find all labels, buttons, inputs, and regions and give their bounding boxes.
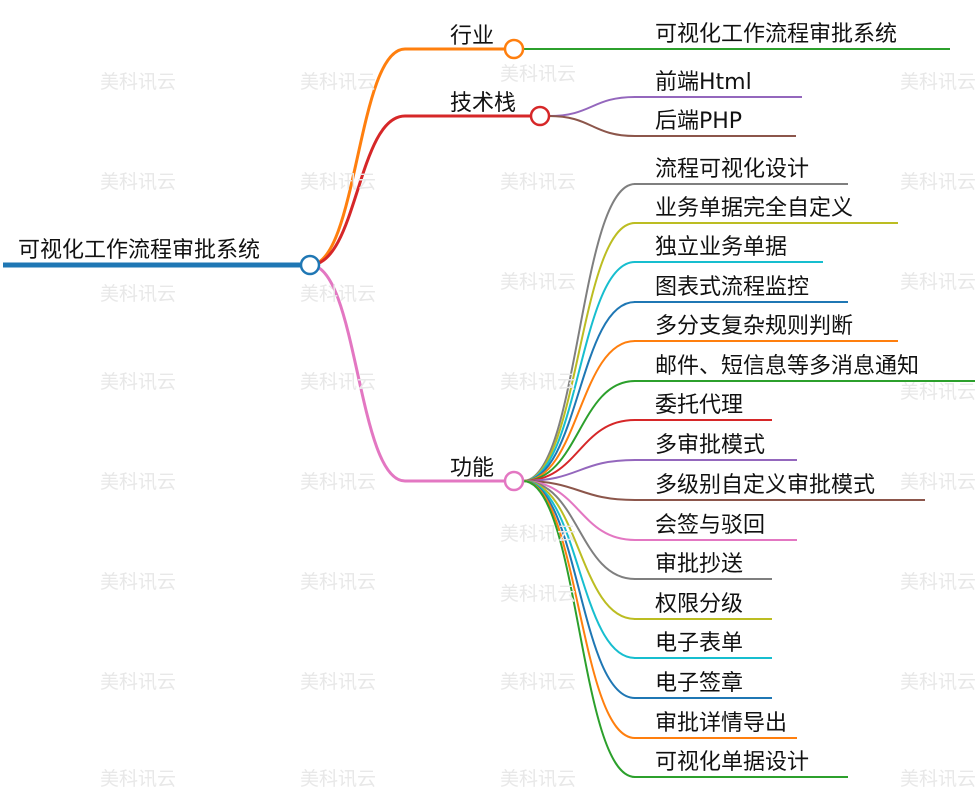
child-node-label: 审批抄送 — [655, 552, 743, 577]
branch-collapse-toggle[interactable] — [529, 105, 551, 127]
watermark-text: 美科讯云 — [100, 171, 176, 193]
child-node-label: 后端PHP — [655, 109, 742, 134]
child-node-label: 审批详情导出 — [655, 711, 787, 736]
watermark-text: 美科讯云 — [300, 283, 376, 305]
watermark-text: 美科讯云 — [100, 471, 176, 493]
child-connector — [522, 480, 636, 620]
watermark-text: 美科讯云 — [500, 583, 576, 605]
watermark-text: 美科讯云 — [900, 71, 976, 93]
child-node-label: 委托代理 — [655, 393, 743, 418]
child-node-label: 电子表单 — [655, 631, 743, 656]
branch-node-label: 行业 — [450, 24, 494, 49]
watermark-text: 美科讯云 — [500, 271, 576, 293]
watermark-text: 美科讯云 — [900, 768, 976, 787]
child-node-label: 前端Html — [655, 70, 752, 95]
watermark-text: 美科讯云 — [300, 471, 376, 493]
child-connector — [522, 183, 636, 482]
watermark-text: 美科讯云 — [100, 371, 176, 393]
child-connector — [522, 222, 636, 482]
watermark-text: 美科讯云 — [500, 371, 576, 393]
branch-collapse-toggle[interactable] — [503, 38, 525, 60]
child-node-label: 多审批模式 — [655, 433, 765, 458]
child-node-label: 多分支复杂规则判断 — [655, 314, 853, 339]
branch-connector — [309, 263, 406, 483]
watermark-text: 美科讯云 — [500, 523, 576, 545]
watermark-text: 美科讯云 — [300, 768, 376, 787]
watermark-text: 美科讯云 — [100, 768, 176, 787]
branch-node-label: 功能 — [450, 456, 494, 481]
root-node-label: 可视化工作流程审批系统 — [18, 238, 260, 263]
watermark-text: 美科讯云 — [300, 171, 376, 193]
child-node-label: 电子签章 — [655, 671, 743, 696]
branch-collapse-toggle[interactable] — [503, 470, 525, 492]
watermark-text: 美科讯云 — [900, 671, 976, 693]
child-connector — [548, 96, 636, 117]
branch-node-label: 技术栈 — [450, 91, 516, 116]
child-node-label: 可视化单据设计 — [655, 750, 809, 775]
child-connector — [522, 419, 636, 482]
watermark-text: 美科讯云 — [300, 571, 376, 593]
child-connector — [522, 261, 636, 482]
watermark-text: 美科讯云 — [300, 371, 376, 393]
child-connector — [522, 340, 636, 482]
watermark-text: 美科讯云 — [900, 271, 976, 293]
watermark-text: 美科讯云 — [900, 171, 976, 193]
watermark-text: 美科讯云 — [100, 671, 176, 693]
watermark-text: 美科讯云 — [500, 768, 576, 787]
child-connector — [522, 480, 636, 739]
child-node-label: 独立业务单据 — [655, 235, 787, 260]
watermark-text: 美科讯云 — [900, 571, 976, 593]
branch-connector — [309, 47, 406, 267]
child-node-label: 可视化工作流程审批系统 — [655, 22, 897, 47]
watermark-text: 美科讯云 — [300, 671, 376, 693]
child-node-label: 多级别自定义审批模式 — [655, 473, 875, 498]
watermark-text: 美科讯云 — [900, 471, 976, 493]
child-node-label: 权限分级 — [655, 592, 743, 617]
child-connector — [522, 480, 636, 580]
child-connector — [522, 480, 636, 501]
watermark-text: 美科讯云 — [900, 381, 976, 403]
child-node-label: 邮件、短信息等多消息通知 — [655, 354, 919, 379]
watermark-text: 美科讯云 — [500, 671, 576, 693]
watermark-text: 美科讯云 — [100, 283, 176, 305]
watermark-text: 美科讯云 — [500, 63, 576, 85]
root-collapse-toggle[interactable] — [299, 254, 321, 276]
child-node-label: 会签与驳回 — [655, 513, 765, 538]
branch-connector — [309, 114, 406, 267]
child-node-label: 业务单据完全自定义 — [655, 196, 853, 221]
child-connector — [522, 380, 636, 482]
child-connector — [548, 115, 636, 137]
watermark-text: 美科讯云 — [500, 171, 576, 193]
child-connector — [522, 480, 636, 541]
child-node-label: 流程可视化设计 — [655, 157, 809, 182]
child-connector — [522, 459, 636, 482]
watermark-text: 美科讯云 — [100, 571, 176, 593]
child-node-label: 图表式流程监控 — [655, 275, 809, 300]
watermark-text: 美科讯云 — [300, 71, 376, 93]
child-connector — [522, 480, 636, 778]
watermark-text: 美科讯云 — [100, 71, 176, 93]
child-connector — [522, 480, 636, 659]
child-connector — [522, 301, 636, 482]
